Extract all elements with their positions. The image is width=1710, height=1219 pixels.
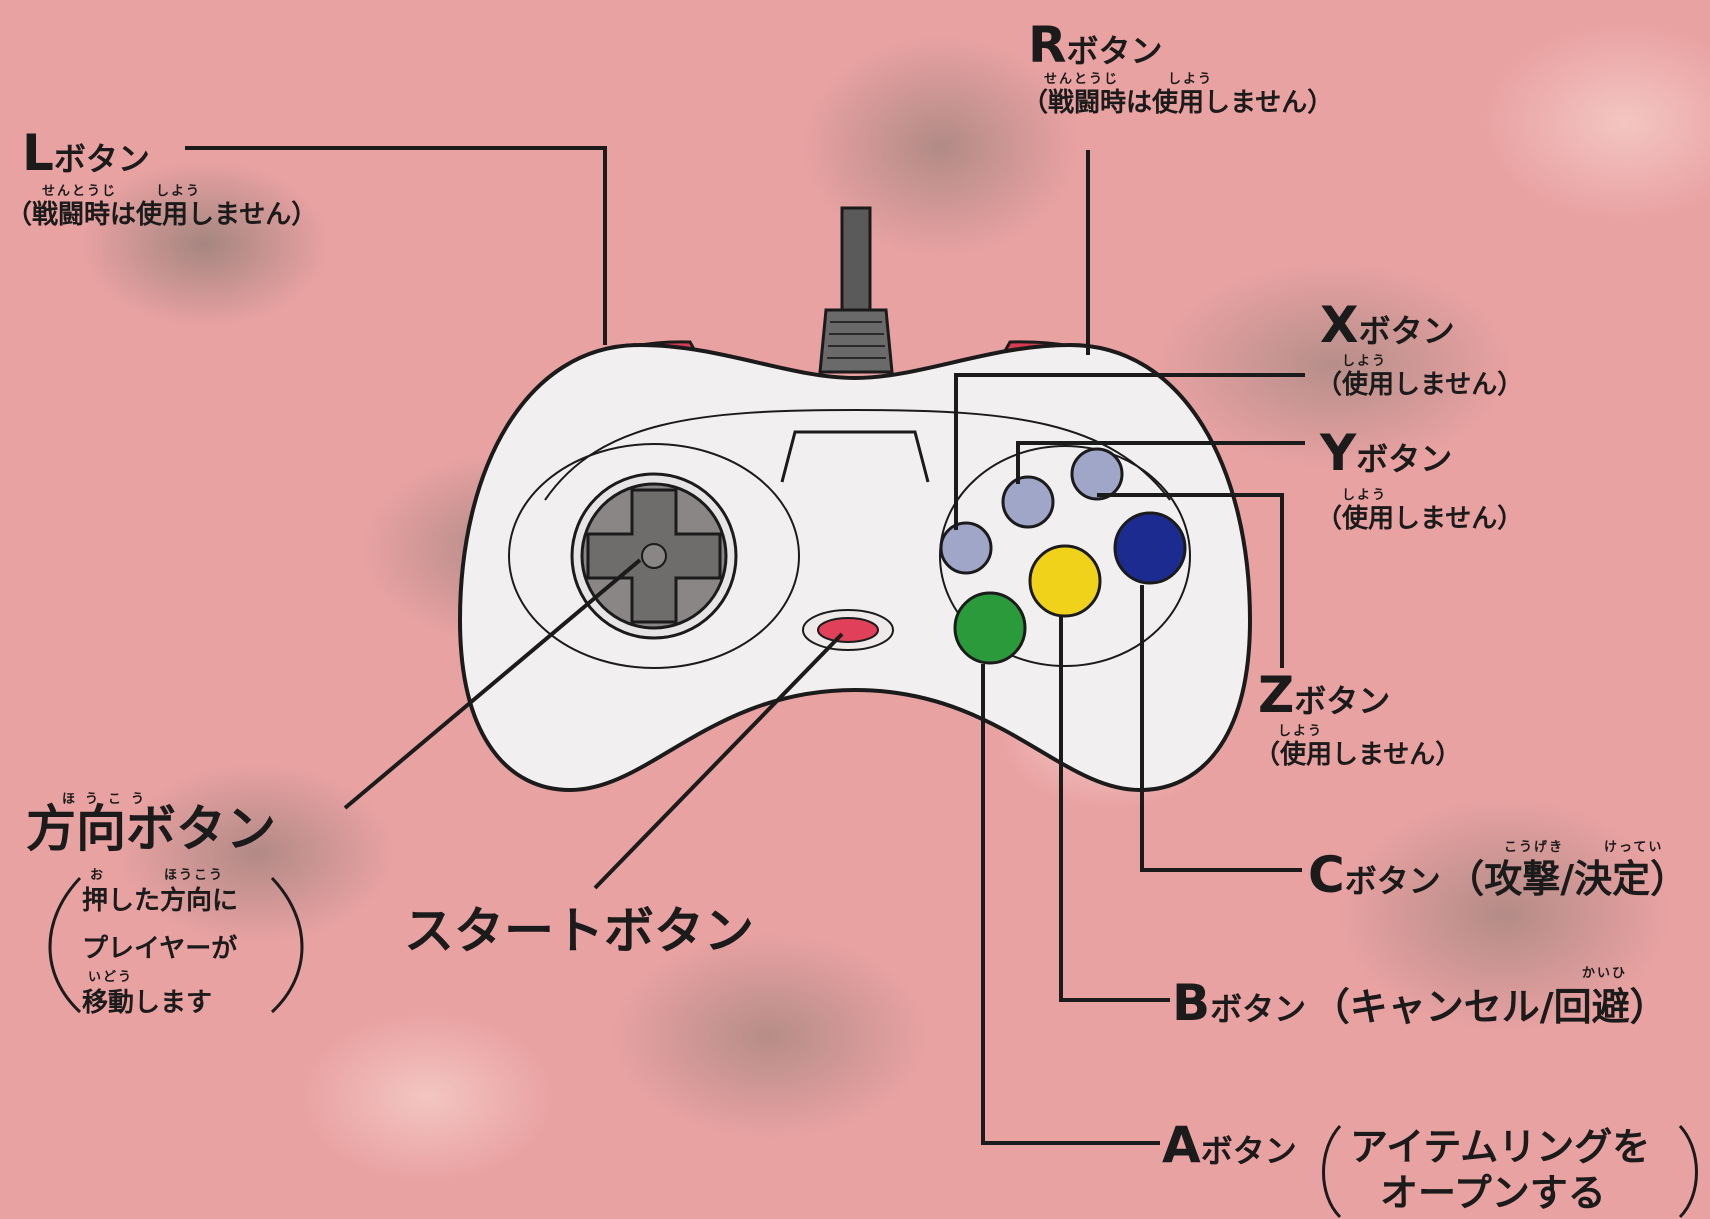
z-leader-line	[1097, 493, 1284, 668]
b-suffix: ボタン	[1210, 990, 1307, 1028]
dpad-note-right-bracket	[270, 876, 304, 1014]
dpad-leader-line	[343, 558, 642, 810]
z-ruby: しよう	[1278, 724, 1324, 739]
l-note: （戦闘時は使用しません）	[6, 200, 318, 230]
x-note: （使用しません）	[1316, 370, 1524, 400]
a-note-line1: アイテムリングを	[1350, 1125, 1651, 1169]
r-ruby-2: しよう	[1168, 72, 1214, 87]
c-letter: C	[1308, 846, 1345, 904]
r-ruby-1: せんとうじ	[1044, 72, 1120, 87]
controller-body	[457, 342, 1253, 793]
dpad-ruby-line1b: ほうこう	[164, 868, 225, 883]
z-button[interactable]	[1070, 447, 1124, 501]
b-button[interactable]	[1028, 544, 1102, 618]
b-letter: B	[1172, 974, 1211, 1032]
dpad-ruby: ほうこう	[62, 792, 155, 807]
r-suffix: ボタン	[1066, 32, 1163, 70]
l-ruby-2: しよう	[156, 184, 202, 199]
a-note-line2: オープンする	[1380, 1171, 1606, 1215]
b-button-label: Bボタン （キャンセル/回避）	[1172, 978, 1668, 1028]
a-note-left-bracket	[1322, 1124, 1342, 1219]
dpad-outer-ring	[508, 443, 800, 669]
y-leader-line	[1016, 441, 1305, 484]
start-leader-line	[593, 632, 844, 890]
c-suffix: ボタン	[1344, 862, 1441, 900]
dpad-ruby-line3: いどう	[88, 970, 134, 985]
x-leader-line	[954, 373, 1305, 530]
b-leader-line	[1059, 617, 1170, 1002]
y-ruby: しよう	[1342, 488, 1388, 503]
dpad-note-line3: 移動します	[82, 988, 213, 1018]
x-suffix: ボタン	[1358, 312, 1455, 350]
a-letter: A	[1162, 1116, 1201, 1174]
x-letter: X	[1320, 296, 1359, 354]
x-ruby: しよう	[1342, 354, 1388, 369]
face-button-ring	[939, 445, 1191, 667]
y-suffix: ボタン	[1356, 440, 1453, 478]
y-button-label: Yボタン	[1320, 428, 1452, 478]
r-button-label: Rボタン	[1028, 20, 1163, 70]
l-suffix: ボタン	[53, 140, 150, 178]
dpad-note-line2: プレイヤーが	[82, 934, 238, 964]
c-ruby-2: けってい	[1604, 840, 1664, 855]
dpad-note-left-bracket	[48, 876, 82, 1014]
c-button[interactable]	[1113, 511, 1187, 585]
start-button[interactable]	[817, 617, 879, 643]
dpad-center	[641, 543, 667, 569]
dpad-ruby-line1a: お	[90, 868, 106, 883]
l-button-label: Lボタン	[22, 128, 150, 178]
l-letter: L	[22, 124, 54, 182]
a-button-label: Aボタン	[1162, 1120, 1297, 1170]
l-ruby-1: せんとうじ	[42, 184, 118, 199]
y-note: （使用しません）	[1316, 504, 1524, 534]
c-note: （攻撃/決定）	[1446, 857, 1689, 901]
y-letter: Y	[1320, 424, 1357, 482]
z-suffix: ボタン	[1294, 682, 1391, 720]
x-button-label: Xボタン	[1320, 300, 1455, 350]
z-letter: Z	[1258, 666, 1295, 724]
start-title: スタートボタン	[404, 902, 754, 960]
center-panel	[780, 430, 930, 483]
b-ruby: かいひ	[1582, 966, 1628, 981]
b-note: （キャンセル/回避）	[1311, 985, 1668, 1029]
c-button-label: Cボタン （攻撃/決定）	[1308, 850, 1688, 900]
l-leader-line	[185, 146, 607, 345]
dpad-title: 方向ボタン	[26, 800, 276, 858]
y-button[interactable]	[1001, 475, 1055, 529]
a-note-right-bracket	[1678, 1124, 1698, 1219]
a-leader-line	[981, 664, 1160, 1145]
z-note: （使用しません）	[1254, 740, 1462, 770]
dpad-note-line1: 押した方向に	[82, 886, 239, 916]
r-letter: R	[1028, 16, 1067, 74]
x-button[interactable]	[939, 521, 993, 575]
controller-cable	[840, 206, 872, 320]
c-leader-line	[1140, 585, 1302, 872]
a-suffix: ボタン	[1200, 1132, 1297, 1170]
r-note: （戦闘時は使用しません）	[1022, 88, 1334, 118]
c-ruby-1: こうげき	[1504, 840, 1565, 855]
cable-connector	[818, 308, 894, 374]
a-button[interactable]	[953, 591, 1027, 665]
z-button-label: Zボタン	[1258, 670, 1390, 720]
